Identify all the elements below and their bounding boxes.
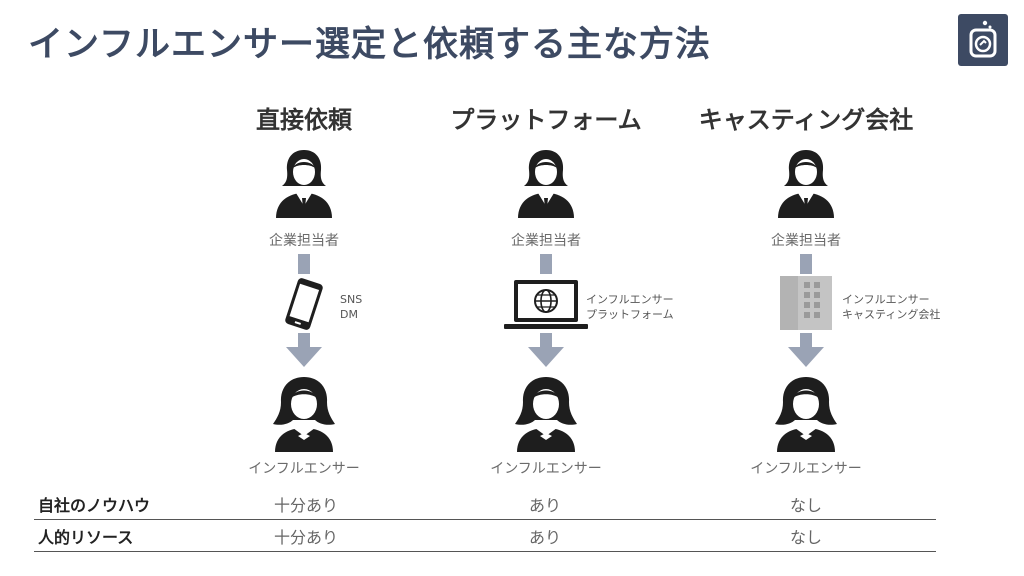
channel-label: SNS DM	[340, 292, 362, 322]
influencer-person-icon	[775, 377, 837, 452]
laptop-globe-icon	[504, 280, 588, 329]
connector-bar	[540, 254, 552, 274]
channel-line-1: SNS	[340, 293, 363, 306]
channel-line-1: インフルエンサー	[586, 293, 674, 306]
comparison-table: 自社のノウハウ 十分あり あり なし 人的リソース 十分あり あり なし	[34, 488, 936, 552]
logo	[958, 14, 1008, 66]
influencer-label: インフルエンサー	[490, 461, 602, 477]
column-heading: キャスティング会社	[698, 106, 914, 134]
channel-line-2: プラットフォーム	[586, 308, 674, 321]
page-title: インフルエンサー選定と依頼する主な方法	[28, 25, 711, 65]
app-logo-icon	[969, 20, 997, 58]
column-heading: プラットフォーム	[450, 106, 642, 134]
down-arrow-icon	[286, 333, 322, 367]
table-row: 人的リソース 十分あり あり なし	[34, 519, 936, 552]
influencer-person-icon	[273, 377, 335, 452]
smartphone-icon	[285, 278, 323, 330]
company-person-icon	[518, 150, 574, 218]
cell-direct: 十分あり	[198, 519, 414, 552]
company-person-label: 企業担当者	[771, 233, 841, 249]
cell-platform: あり	[414, 519, 676, 552]
connector-bar	[298, 254, 310, 274]
cell-casting: なし	[676, 488, 936, 520]
column-direct-request: 直接依頼 企業担当者 SNS DM インフルエンサー	[154, 0, 454, 480]
down-arrow-icon	[788, 333, 824, 367]
company-person-label: 企業担当者	[269, 233, 339, 249]
channel-line-1: インフルエンサー	[842, 293, 930, 306]
cell-platform: あり	[414, 488, 676, 520]
table-row: 自社のノウハウ 十分あり あり なし	[34, 488, 936, 520]
channel-label: インフルエンサー プラットフォーム	[586, 292, 674, 322]
company-person-label: 企業担当者	[511, 233, 581, 249]
cell-direct: 十分あり	[198, 488, 414, 520]
row-label: 人的リソース	[34, 519, 198, 552]
column-heading: 直接依頼	[256, 106, 352, 134]
channel-line-2: キャスティング会社	[842, 308, 941, 321]
channel-label: インフルエンサー キャスティング会社	[842, 292, 940, 322]
column-platform: プラットフォーム 企業担当者 インフルエンサー プラットフォーム インフルエンサ…	[396, 0, 696, 480]
channel-line-2: DM	[340, 308, 358, 321]
company-person-icon	[778, 150, 834, 218]
row-label: 自社のノウハウ	[34, 488, 198, 520]
influencer-label: インフルエンサー	[248, 461, 360, 477]
down-arrow-icon	[528, 333, 564, 367]
influencer-person-icon	[515, 377, 577, 452]
cell-casting: なし	[676, 519, 936, 552]
building-icon	[780, 276, 832, 330]
influencer-label: インフルエンサー	[750, 461, 862, 477]
company-person-icon	[276, 150, 332, 218]
connector-bar	[800, 254, 812, 274]
column-casting-agency: キャスティング会社 企業担当者 インフルエンサー キャスティング会社 イ	[656, 0, 956, 480]
